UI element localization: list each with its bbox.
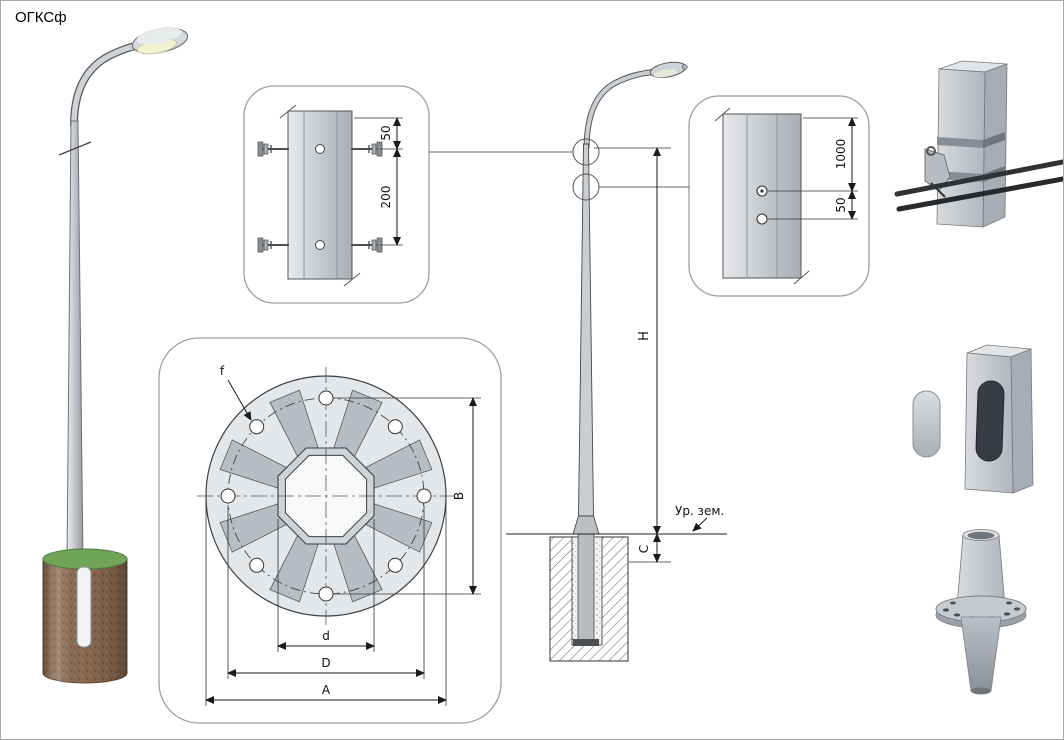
cable-upper bbox=[894, 159, 1063, 197]
foundation-slot bbox=[76, 566, 92, 648]
grass-top bbox=[42, 548, 128, 570]
detail-box-hole-section: 1000 50 bbox=[688, 95, 870, 297]
dim-label-50b: 50 bbox=[834, 197, 848, 212]
foundation-section bbox=[549, 533, 629, 662]
foundation-3d bbox=[42, 548, 128, 684]
bolt-holes bbox=[220, 390, 432, 602]
dim-label-200: 200 bbox=[379, 186, 393, 209]
drain-hole bbox=[756, 213, 768, 225]
dim-label-1000: 1000 bbox=[834, 139, 848, 170]
dim-label-D: D bbox=[321, 656, 330, 670]
flange-dimensions bbox=[205, 379, 481, 706]
pole-elevation: H C Ур. зем. bbox=[429, 61, 727, 662]
hole-dimensions bbox=[768, 117, 858, 220]
luminaire-elevation bbox=[649, 61, 688, 78]
dim-label-A: A bbox=[322, 683, 331, 697]
embedded-base-plate bbox=[573, 639, 599, 646]
dim-label-C: C bbox=[637, 545, 651, 553]
dim-label-50: 50 bbox=[379, 125, 393, 140]
handhole-cover bbox=[912, 390, 941, 458]
page-title: ОГКСф bbox=[15, 9, 67, 26]
luminaire-3d bbox=[131, 27, 189, 55]
dim-label-H: H bbox=[637, 331, 652, 341]
dim-label-B: B bbox=[452, 492, 466, 500]
detail-box-clamp-section: 50 200 bbox=[243, 85, 430, 304]
pole-section bbox=[287, 110, 353, 280]
clamp-dimensions bbox=[354, 117, 403, 246]
cable-lower bbox=[896, 176, 1063, 212]
render-handhole bbox=[912, 344, 1034, 494]
ground-level-label: Ур. зем. bbox=[675, 504, 724, 518]
dim-label-f: f bbox=[220, 364, 225, 378]
embedded-pole bbox=[577, 533, 595, 641]
flange-plan-box: f B d D A bbox=[158, 337, 502, 724]
handhole-opening bbox=[975, 380, 1005, 462]
render-base-flange bbox=[935, 529, 1027, 695]
break-mark bbox=[58, 141, 92, 156]
dim-label-d: d bbox=[322, 629, 330, 643]
pole-3d-render bbox=[42, 27, 189, 684]
render-cable-attachment bbox=[894, 60, 1063, 228]
height-dimension bbox=[594, 147, 708, 563]
